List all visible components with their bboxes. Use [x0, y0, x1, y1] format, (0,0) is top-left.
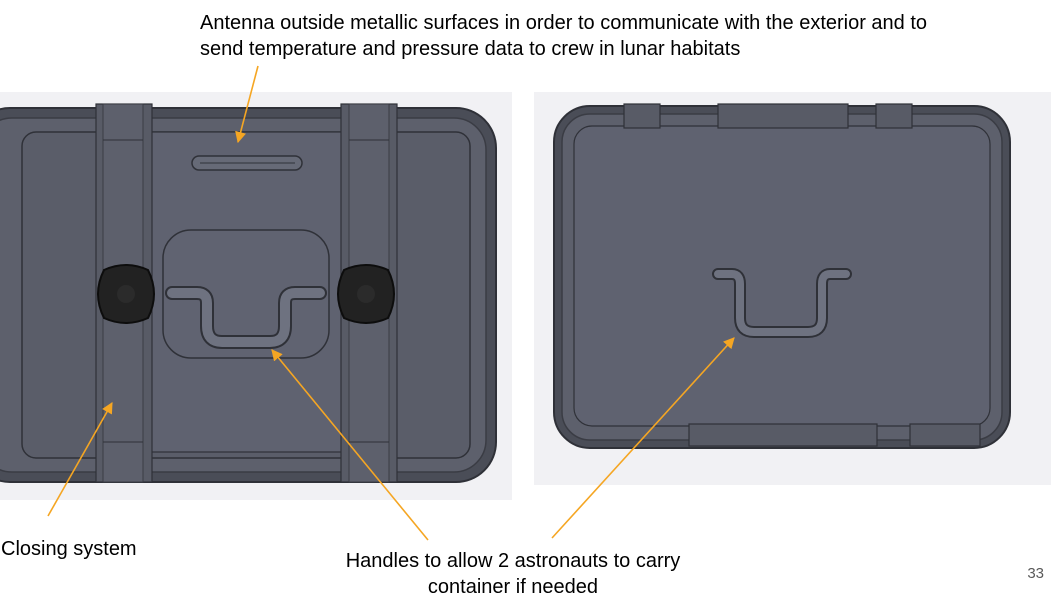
- closing-knob-left: [97, 264, 155, 324]
- container-top-view: [0, 92, 512, 500]
- container-bottom-view: [534, 92, 1051, 485]
- bottom-handle: [712, 268, 852, 338]
- closing-system-annotation: Closing system: [1, 538, 137, 560]
- antenna-annotation: Antenna outside metallic surfaces in ord…: [200, 12, 928, 60]
- page-number: 33: [1027, 565, 1044, 582]
- lid-handle: [165, 286, 327, 349]
- handles-annotation: Handles to allow 2 astronauts to carry c…: [345, 550, 681, 598]
- closing-knob-right: [337, 264, 395, 324]
